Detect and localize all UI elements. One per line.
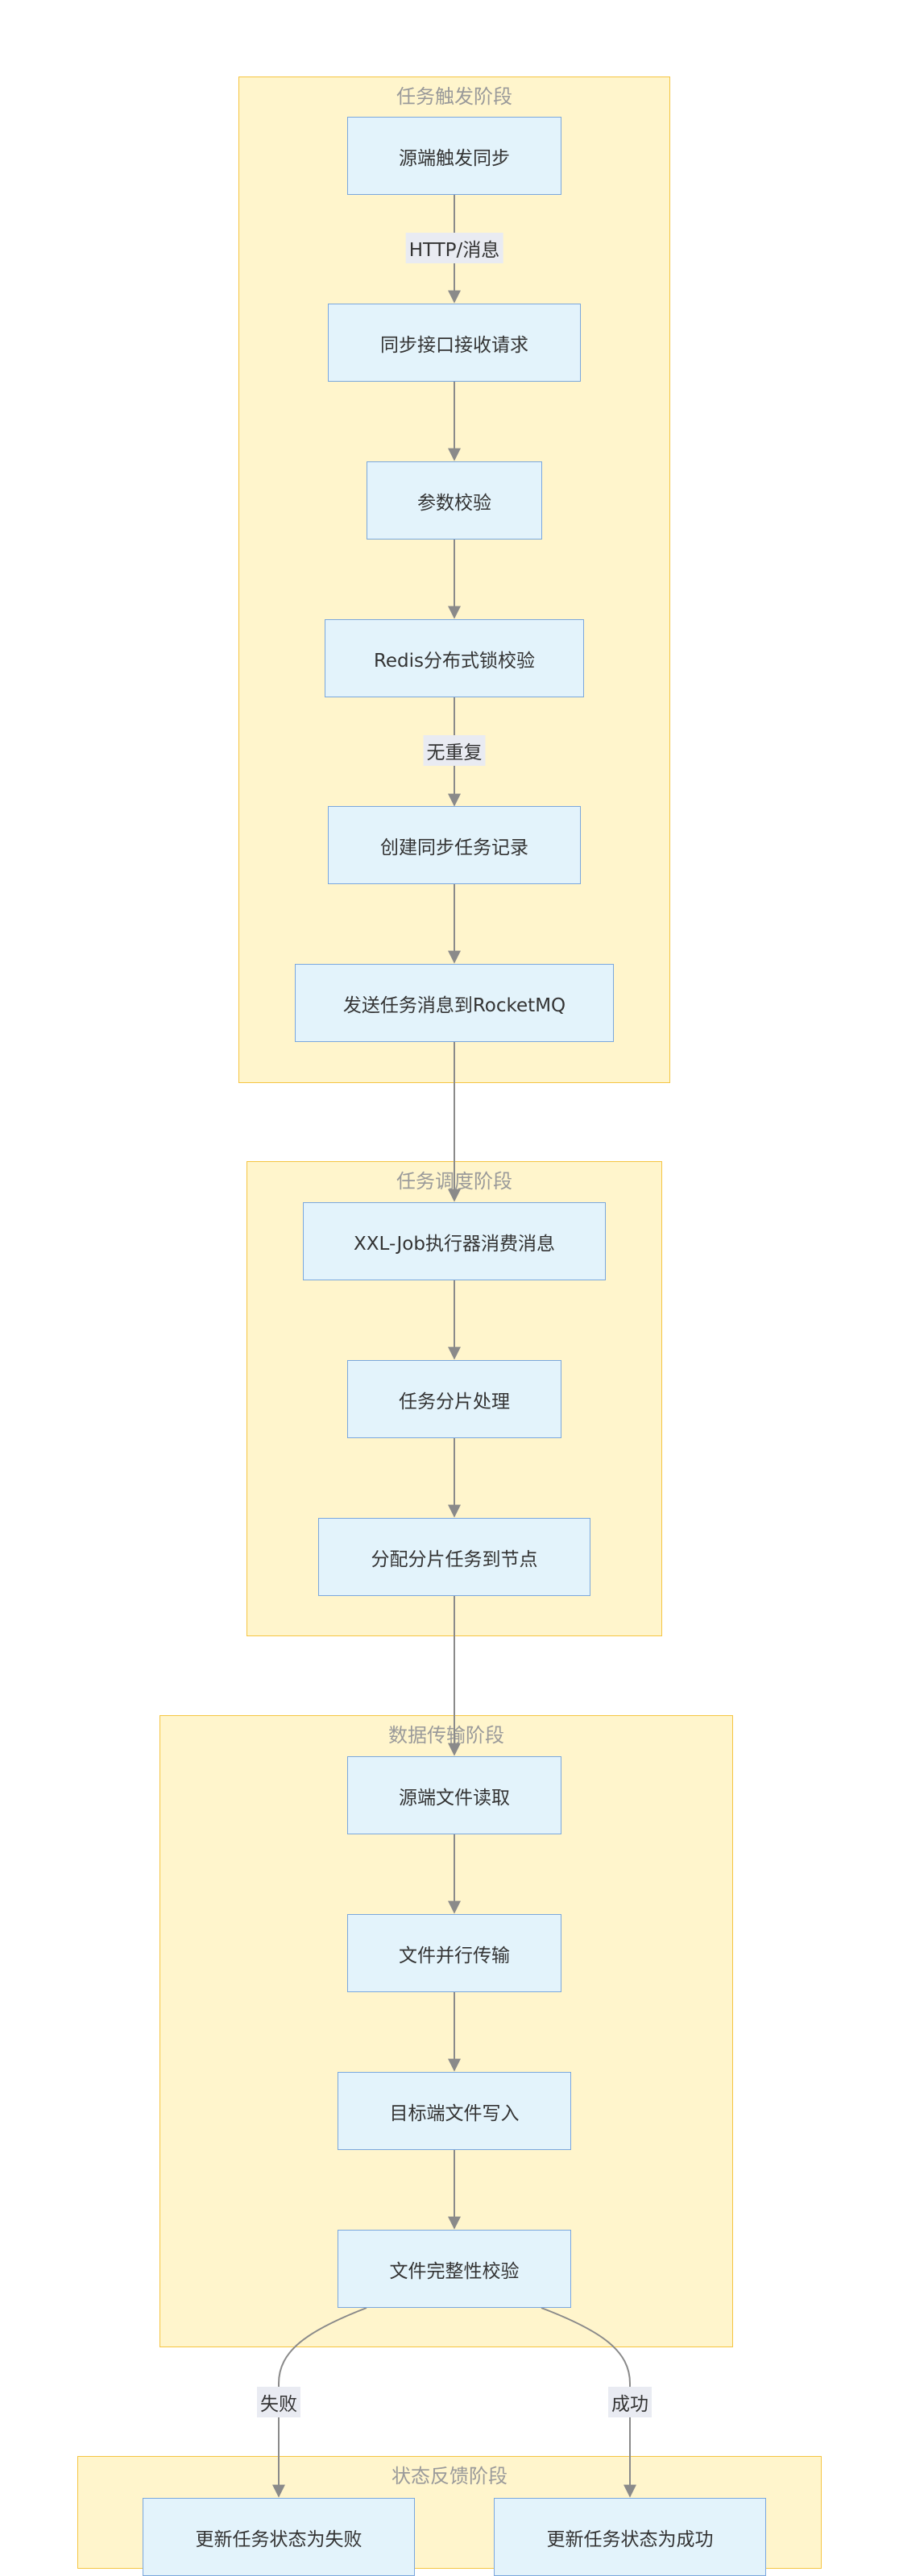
node-xxl-consume[interactable]: XXL-Job执行器消费消息 [303,1202,606,1280]
edge-label-success: 成功 [608,2387,652,2417]
node-read-source[interactable]: 源端文件读取 [347,1756,561,1834]
node-shard-process[interactable]: 任务分片处理 [347,1360,561,1438]
group-title: 数据传输阶段 [388,1724,504,1747]
edge-label-no-duplicate: 无重复 [423,735,486,766]
group-title: 状态反馈阶段 [392,2465,508,2487]
group-title: 任务触发阶段 [396,85,512,108]
node-parallel-transfer[interactable]: 文件并行传输 [347,1914,561,1992]
edge-label-http: HTTP/消息 [405,233,503,263]
node-source-trigger[interactable]: 源端触发同步 [347,117,561,195]
node-assign-shard[interactable]: 分配分片任务到节点 [318,1518,590,1596]
node-sync-receive[interactable]: 同步接口接收请求 [328,304,581,382]
node-integrity-check[interactable]: 文件完整性校验 [338,2230,571,2308]
edge-label-fail: 失败 [257,2387,300,2417]
node-write-target[interactable]: 目标端文件写入 [338,2072,571,2150]
node-create-task[interactable]: 创建同步任务记录 [328,806,581,884]
edge-check-to-fail [272,2307,367,2498]
node-redis-lock[interactable]: Redis分布式锁校验 [325,619,584,697]
node-status-fail[interactable]: 更新任务状态为失败 [143,2498,415,2576]
node-send-mq[interactable]: 发送任务消息到RocketMQ [295,964,614,1042]
node-status-success[interactable]: 更新任务状态为成功 [494,2498,766,2576]
node-param-check[interactable]: 参数校验 [367,461,542,540]
edge-check-to-success [541,2307,636,2498]
